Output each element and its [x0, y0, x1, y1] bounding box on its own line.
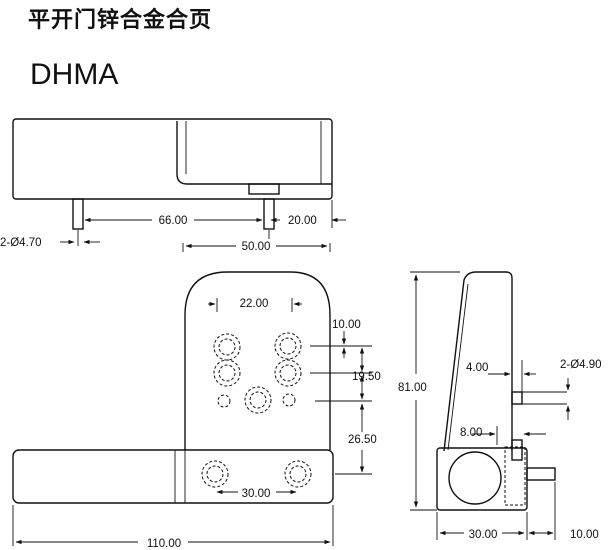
- page-title: 平开门锌合金合页: [28, 8, 213, 33]
- countersunk-hole: [274, 359, 302, 387]
- front-view: 50.00 22.00 10.00: [12, 239, 381, 550]
- countersunk-hole: [244, 386, 272, 414]
- top-view: 66.00 20.00 2-Ø4.70: [0, 118, 346, 249]
- dim-22: 22.00: [240, 298, 269, 310]
- dim-110: 110.00: [147, 538, 181, 550]
- side-hidden-pin: [504, 446, 526, 506]
- pin-hole: [217, 394, 231, 408]
- dim-81: 81.00: [398, 382, 427, 394]
- dim-50: 50.00: [242, 241, 271, 253]
- dim-hole-490: 2-Ø4.90: [560, 359, 602, 371]
- dim-hole-470: 2-Ø4.70: [0, 237, 42, 249]
- top-view-tab: [248, 183, 280, 195]
- knuckle-barrel: [12, 449, 334, 504]
- side-leaf: [443, 271, 513, 452]
- dim-20: 20.00: [288, 215, 317, 227]
- side-pin-upper: [511, 391, 523, 405]
- countersunk-hole: [284, 460, 312, 488]
- leaf-plate: [184, 271, 331, 450]
- top-view-pin-right: [263, 198, 275, 230]
- dim-4: 4.00: [466, 362, 488, 374]
- dim-8: 8.00: [460, 427, 482, 439]
- countersunk-hole: [274, 332, 302, 360]
- dim-10a: 10.00: [332, 319, 361, 331]
- dim-1950: 19.50: [352, 371, 381, 383]
- dim-30b: 30.00: [469, 529, 498, 541]
- model-name: DHMA: [30, 58, 119, 91]
- countersunk-hole: [201, 460, 229, 488]
- countersunk-hole: [213, 333, 241, 361]
- dim-30a: 30.00: [242, 488, 271, 500]
- pin-hole: [282, 393, 296, 407]
- top-view-step: [176, 121, 332, 185]
- dim-66: 66.00: [159, 215, 188, 227]
- side-view: 81.00 4.00 2-Ø4.90 8.00 30.00 10.00: [398, 271, 602, 541]
- top-view-body: [12, 118, 333, 200]
- side-pin-lower: [526, 467, 556, 481]
- top-view-pin-left: [72, 198, 84, 230]
- countersunk-hole: [213, 359, 241, 387]
- side-base: [436, 447, 528, 511]
- dim-10b: 10.00: [570, 529, 599, 541]
- dim-2650: 26.50: [348, 434, 377, 446]
- side-barrel: [448, 451, 502, 505]
